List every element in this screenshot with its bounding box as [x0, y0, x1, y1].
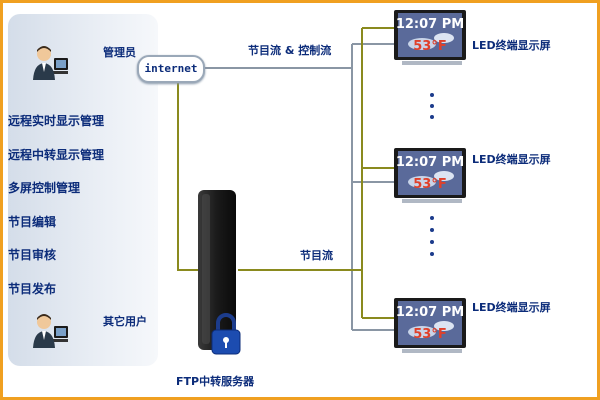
led-screen-3: 12:07 PM 53°F — [394, 298, 466, 353]
ellipsis-dot — [430, 228, 434, 232]
other-user-icon — [33, 314, 68, 348]
program-control-flow-label: 节目流 & 控制流 — [248, 44, 332, 57]
ftp-link-line — [177, 80, 198, 271]
menu-item-multiscreen-control: 多屏控制管理 — [8, 181, 81, 196]
menu-item-program-edit: 节目编辑 — [8, 214, 57, 229]
admin-label: 管理员 — [103, 46, 136, 59]
internet-node: internet — [137, 55, 205, 83]
ellipsis-dot — [430, 252, 434, 256]
ellipsis-dot — [430, 115, 434, 119]
menu-item-relay-display: 远程中转显示管理 — [8, 147, 105, 162]
led-time-text: 12:07 PM — [396, 17, 464, 32]
ellipsis-dot — [430, 104, 434, 108]
menu-item-program-publish: 节目发布 — [8, 281, 57, 296]
ellipsis-dot — [430, 240, 434, 244]
program-flow-label: 节目流 — [300, 249, 333, 262]
led-terminal-label-3: LED终端显示屏 — [472, 301, 551, 314]
admin-user-icon — [33, 46, 68, 80]
led-time-text: 12:07 PM — [396, 305, 464, 320]
led-screen-1: 12:07 PM 53°F — [394, 10, 466, 65]
led-temp-text: 53°F — [413, 39, 446, 54]
ellipsis-dot — [430, 93, 434, 97]
function-menu: 远程实时显示管理 远程中转显示管理 多屏控制管理 节目编辑 节目审核 节目发布 — [8, 105, 118, 307]
led-temp-text: 53°F — [413, 327, 446, 342]
led-terminal-label-2: LED终端显示屏 — [472, 153, 551, 166]
user-panel — [8, 14, 158, 366]
led-temp-text: 53°F — [413, 177, 446, 192]
lock-icon — [211, 313, 241, 355]
ftp-server-label: FTP中转服务器 — [176, 375, 255, 388]
led-screen-2: 12:07 PM 53°F — [394, 148, 466, 203]
led-terminal-label-1: LED终端显示屏 — [472, 39, 551, 52]
menu-item-realtime-display: 远程实时显示管理 — [8, 114, 105, 128]
led-time-text: 12:07 PM — [396, 155, 464, 170]
other-users-label: 其它用户 — [103, 315, 147, 328]
ellipsis-dot — [430, 216, 434, 220]
ftp-server-icon — [198, 190, 236, 350]
menu-item-program-review: 节目审核 — [8, 248, 57, 263]
